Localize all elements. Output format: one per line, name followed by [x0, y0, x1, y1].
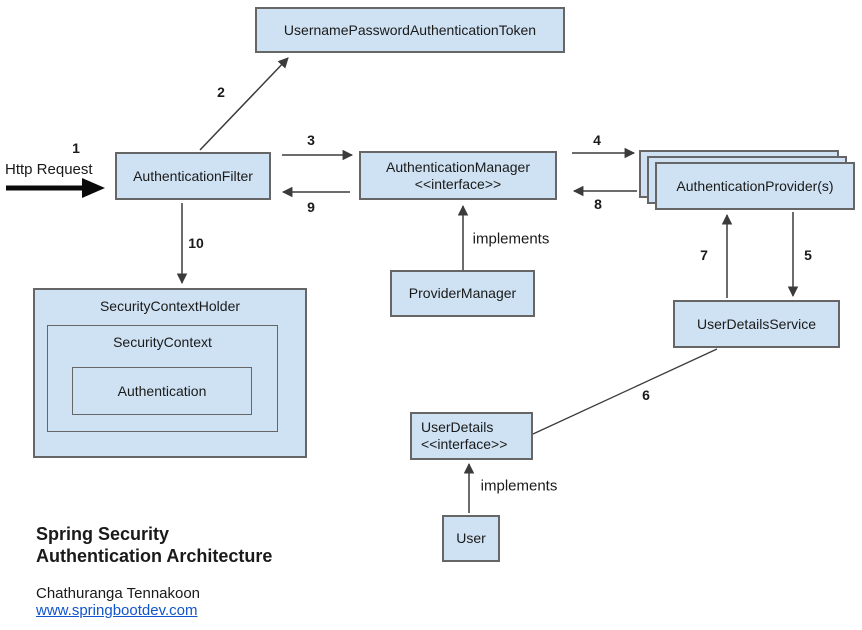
node-label-authentication-manager: AuthenticationManager [386, 158, 530, 175]
diagram-title: Spring Security Authentication Architect… [36, 523, 272, 567]
node-label-security-context: SecurityContext [113, 334, 212, 350]
http-request-label: Http Request [5, 161, 93, 178]
node-label-user-details-service: UserDetailsService [696, 315, 817, 332]
edge-label-implements-provider-manager: implements [472, 230, 550, 248]
diagram-title-line1: Spring Security [36, 524, 170, 544]
node-label-authentication-providers: AuthenticationProvider(s) [676, 177, 834, 194]
node-label-user-details-stereotype: <<interface>> [421, 436, 508, 452]
node-authentication-manager: AuthenticationManager <<interface>> [359, 151, 557, 200]
edge-label-step8: 8 [594, 196, 602, 212]
edge-label-step6: 6 [642, 387, 650, 403]
edge-step2 [199, 57, 289, 151]
node-label-token: UsernamePasswordAuthenticationToken [283, 21, 537, 38]
node-label-authentication: Authentication [117, 382, 207, 399]
node-authentication-providers: AuthenticationProvider(s) [655, 162, 855, 210]
node-label-user-details: UserDetails [421, 419, 494, 436]
edge-label-step5: 5 [804, 247, 812, 263]
node-label-security-context-holder: SecurityContextHolder [99, 298, 241, 314]
node-label-authentication-filter: AuthenticationFilter [133, 167, 253, 184]
author-name: Chathuranga Tennakoon [36, 585, 201, 602]
node-authentication: Authentication [72, 367, 252, 415]
edge-label-step4: 4 [593, 132, 601, 148]
node-label-user: User [456, 530, 486, 547]
node-authentication-filter: AuthenticationFilter [115, 152, 271, 200]
node-user: User [442, 515, 500, 562]
node-user-details: UserDetails <<interface>> [410, 412, 533, 460]
edge-label-implements-user: implements [480, 477, 558, 495]
node-provider-manager: ProviderManager [390, 270, 535, 317]
node-label-authentication-manager-stereotype: <<interface>> [414, 175, 502, 192]
diagram-title-line2: Authentication Architecture [36, 546, 273, 566]
edge-label-step10: 10 [188, 235, 204, 251]
node-label-provider-manager: ProviderManager [408, 285, 517, 302]
edge-step1-http-request-arrow [6, 178, 105, 198]
edge-label-step7: 7 [700, 247, 708, 263]
node-username-password-authentication-token: UsernamePasswordAuthenticationToken [255, 7, 565, 53]
website-link[interactable]: www.springbootdev.com [36, 602, 198, 619]
edge-label-step3: 3 [307, 132, 315, 148]
edge-step6 [532, 348, 718, 435]
edge-label-step9: 9 [307, 199, 315, 215]
edge-label-step2: 2 [217, 84, 225, 100]
node-user-details-service: UserDetailsService [673, 300, 840, 348]
edge-label-step1: 1 [72, 140, 80, 156]
